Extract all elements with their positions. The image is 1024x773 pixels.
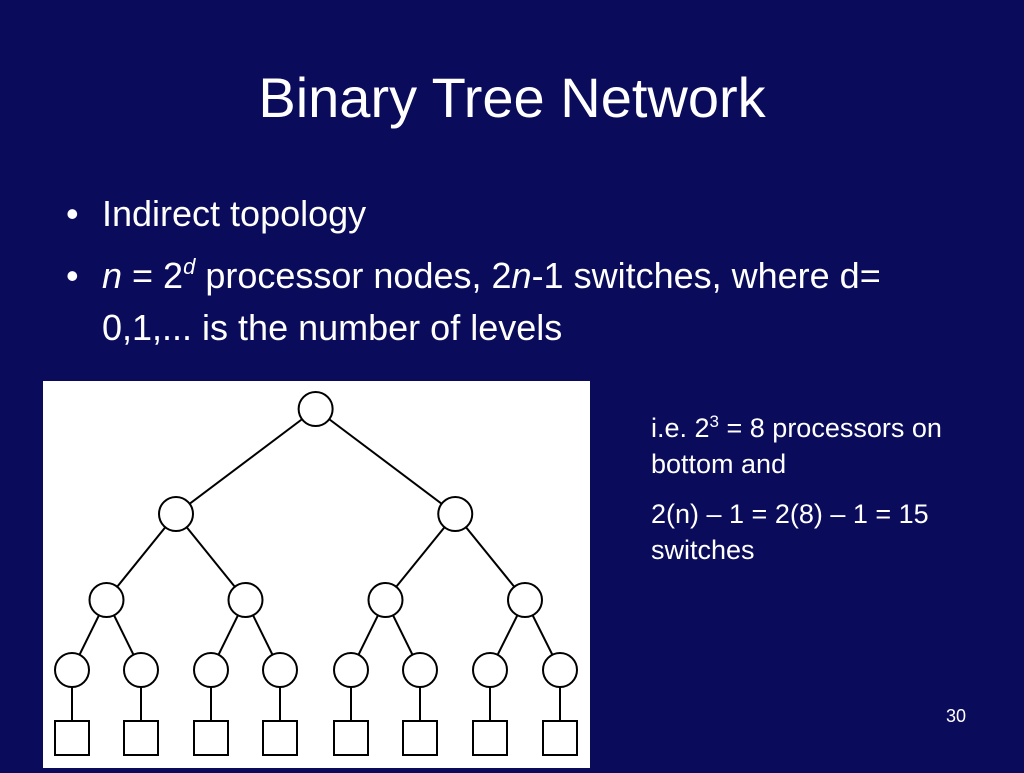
switch-node — [123, 652, 159, 688]
tree-edge — [175, 513, 247, 601]
note-exponent: 3 — [709, 412, 720, 431]
processor-node — [472, 720, 508, 756]
var-n-2: n — [511, 255, 532, 296]
side-note: i.e. 23 = 8 processors on bottom and 2(n… — [651, 410, 991, 582]
processor-node — [333, 720, 369, 756]
switch-node — [367, 582, 404, 618]
switch-node — [54, 652, 90, 688]
tree-edge — [315, 408, 456, 515]
switch-node — [437, 496, 474, 532]
binary-tree-figure — [43, 381, 590, 768]
note-post: = 8 processors on bottom and — [651, 413, 942, 479]
binary-tree-diagram — [54, 391, 578, 756]
slide-number: 30 — [945, 706, 967, 726]
switch-node — [227, 582, 264, 618]
switch-node — [333, 652, 369, 688]
switch-node — [472, 652, 508, 688]
bullet-text: Indirect topology — [102, 193, 367, 234]
switches-text: -1 switches, where d= 0,1,... is the num… — [102, 255, 881, 348]
processor-node — [262, 720, 298, 756]
note-switches: 2(n) – 1 = 2(8) – 1 = 15 switches — [651, 499, 929, 565]
note-pre: i.e. 2 — [651, 413, 710, 443]
note-processors: i.e. 23 = 8 processors on bottom and — [651, 410, 991, 482]
switch-node — [402, 652, 438, 688]
processor-node — [542, 720, 578, 756]
equals-two: = 2 — [122, 255, 184, 296]
bullet-icon: • — [66, 193, 79, 234]
processor-node — [123, 720, 159, 756]
bullet-list: • Indirect topology • n = 2d processor n… — [60, 188, 960, 364]
slide-title: Binary Tree Network — [258, 66, 766, 129]
switch-node — [542, 652, 578, 688]
processor-nodes-text: processor nodes, 2 — [195, 255, 512, 296]
switch-node — [297, 391, 334, 427]
processor-node — [402, 720, 438, 756]
switch-node — [193, 652, 229, 688]
switch-node — [88, 582, 125, 618]
tree-edge — [454, 513, 526, 601]
switch-node — [507, 582, 543, 618]
processor-node — [193, 720, 229, 756]
switch-node — [158, 496, 194, 532]
tree-edge — [105, 513, 177, 601]
tree-edge — [384, 513, 457, 601]
bullet-item-node-count: • n = 2d processor nodes, 2n-1 switches,… — [60, 250, 960, 354]
var-n: n — [102, 255, 123, 296]
bullet-icon: • — [66, 255, 79, 296]
exponent-d: d — [183, 254, 196, 279]
tree-edge — [175, 408, 317, 515]
switch-node — [262, 652, 298, 688]
bullet-item-indirect-topology: • Indirect topology — [60, 188, 960, 240]
bullet-text: n = 2d processor nodes, 2n-1 switches, w… — [102, 255, 881, 348]
processor-node — [54, 720, 90, 756]
